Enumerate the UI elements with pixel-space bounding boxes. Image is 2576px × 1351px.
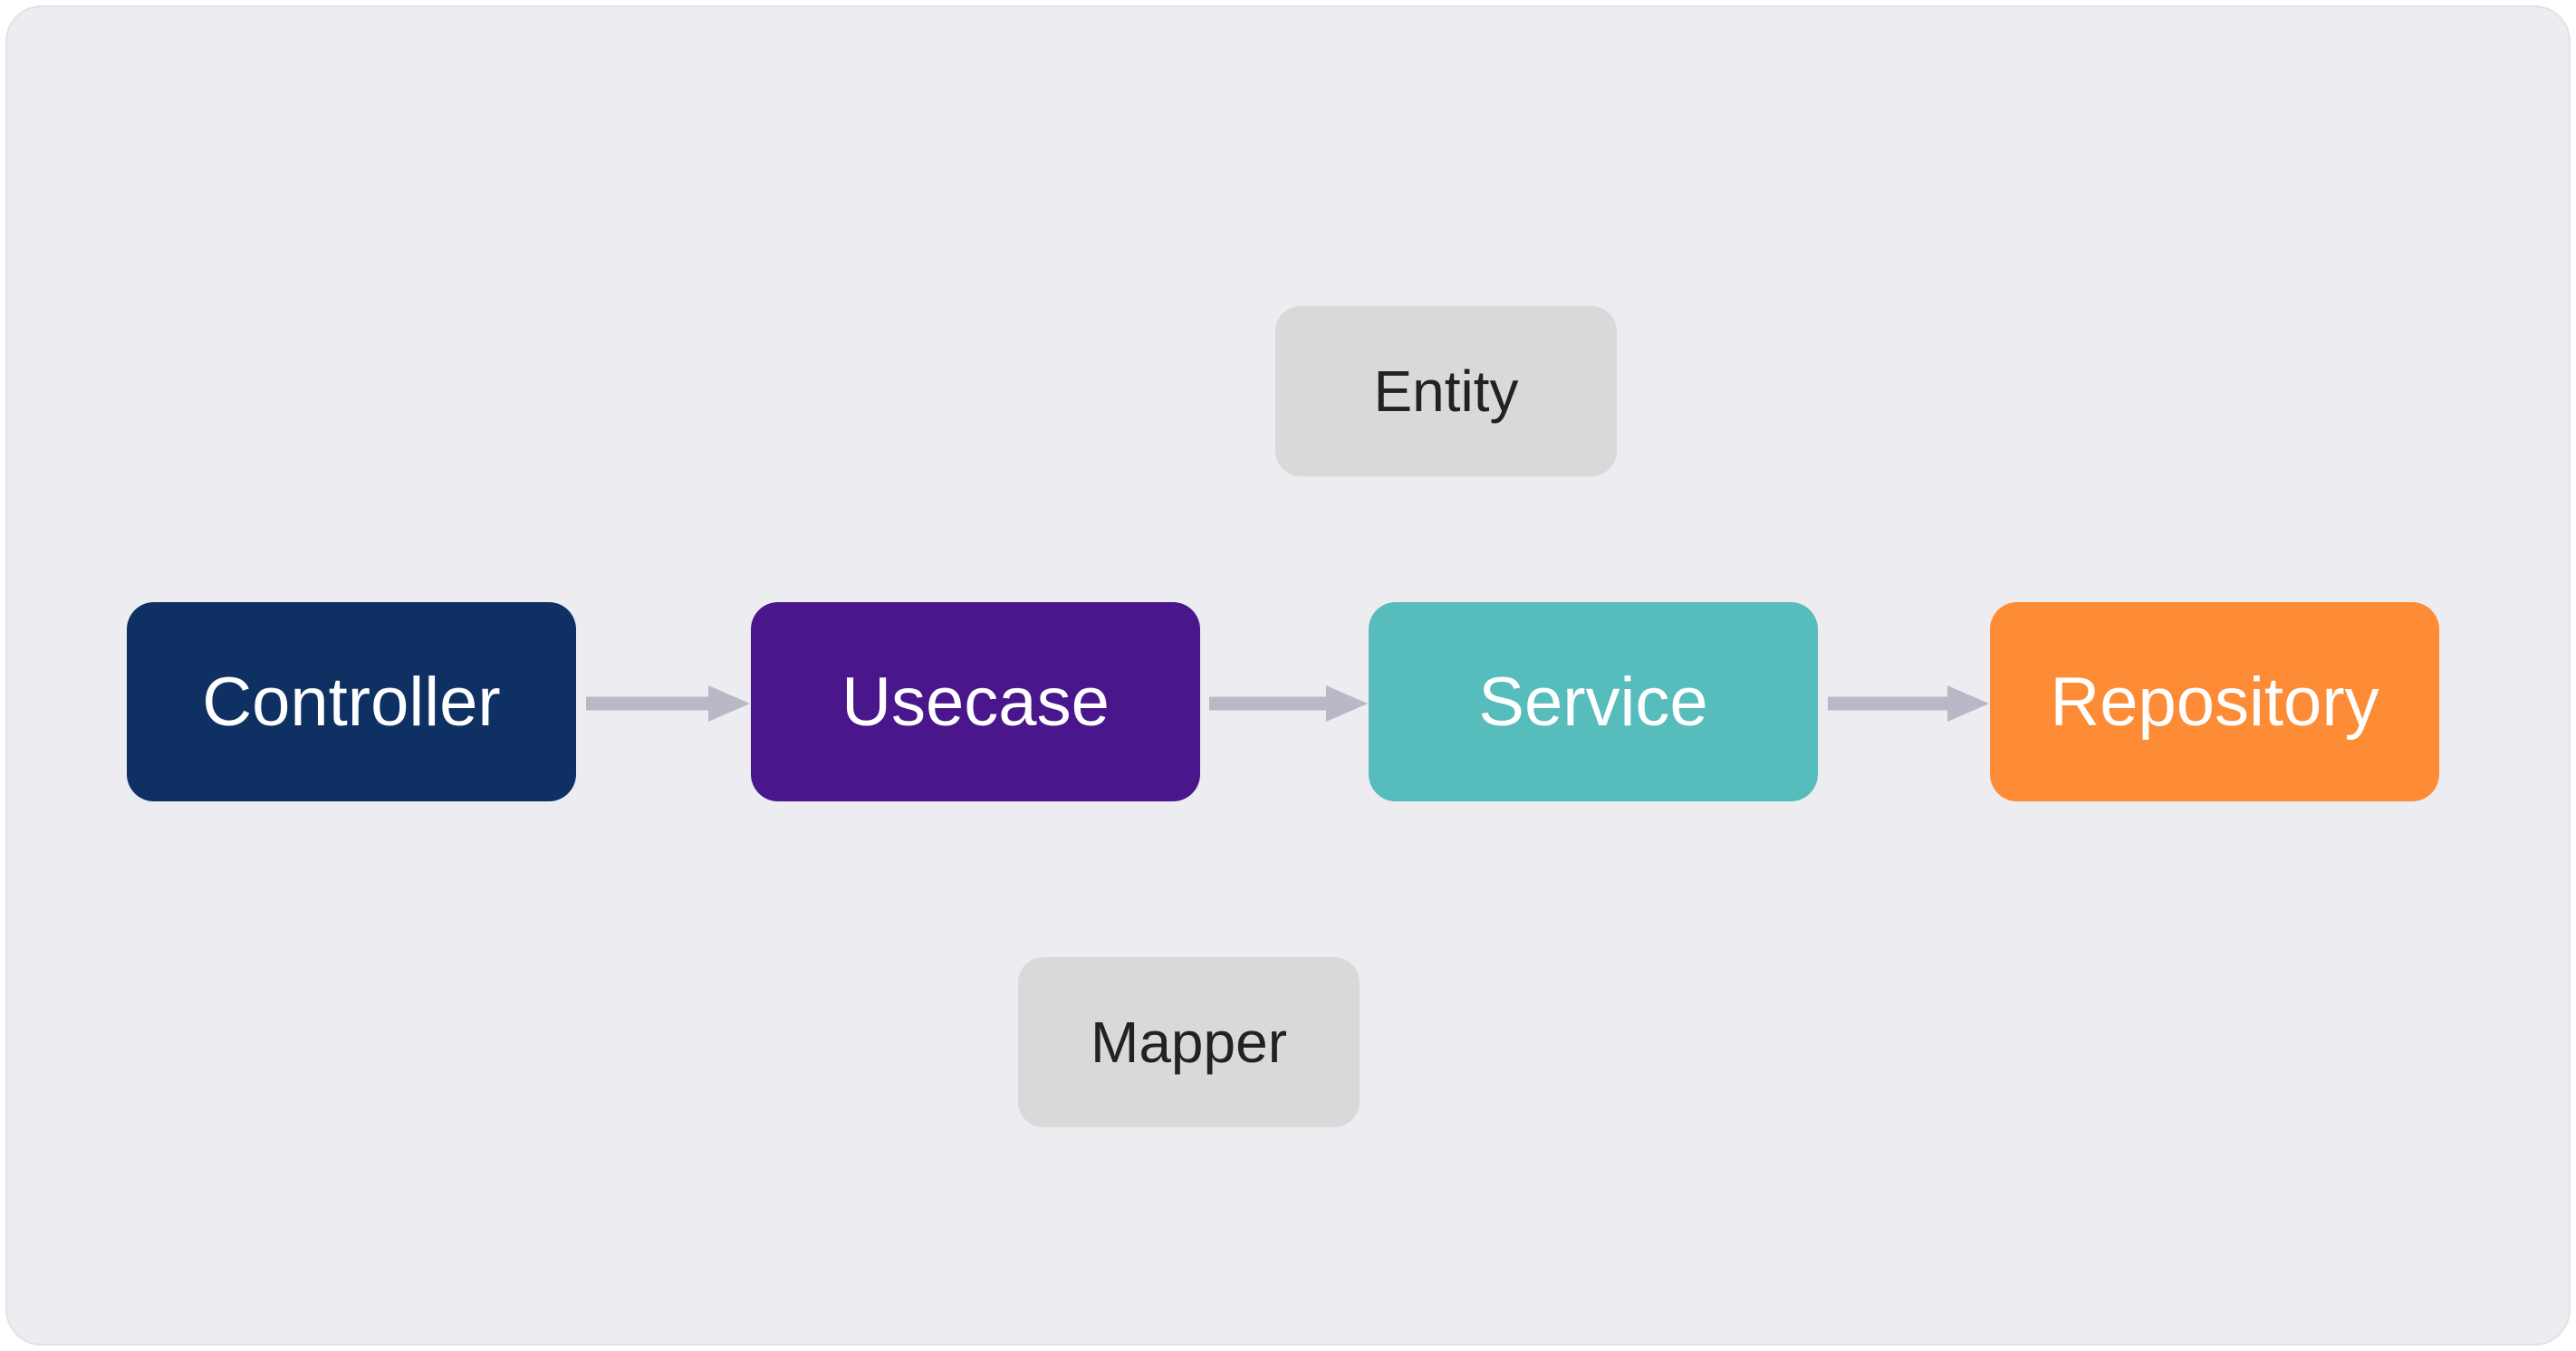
- entity-label: Entity: [1373, 359, 1519, 424]
- repository-label: Repository: [2050, 663, 2379, 741]
- repository-node: Repository: [1990, 602, 2439, 801]
- usecase-label: Usecase: [841, 663, 1110, 741]
- controller-label: Controller: [202, 663, 501, 741]
- controller-node: Controller: [127, 602, 576, 801]
- usecase-node: Usecase: [751, 602, 1200, 801]
- mapper-label: Mapper: [1091, 1010, 1287, 1075]
- entity-node: Entity: [1275, 306, 1617, 476]
- mapper-node: Mapper: [1018, 957, 1360, 1127]
- service-label: Service: [1478, 663, 1708, 741]
- service-node: Service: [1369, 602, 1818, 801]
